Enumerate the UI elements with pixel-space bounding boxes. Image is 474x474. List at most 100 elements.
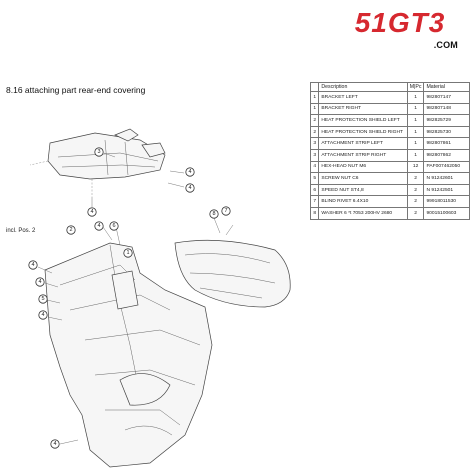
row-quantity: 2	[406, 183, 425, 197]
svg-text:8: 8	[212, 211, 215, 217]
row-material: 982807862	[423, 148, 470, 162]
row-quantity: 2	[406, 206, 425, 220]
row-pos: 1	[309, 102, 320, 116]
callout-1: 1	[123, 248, 133, 258]
row-material: N 91242601	[423, 172, 470, 185]
table-row: 2 HEAT PROTECTION SHIELD RIGHT 1 9828257…	[309, 125, 470, 139]
parts-table: Description M|Pc Material 1 BRACKET LEFT…	[309, 82, 470, 220]
parts-table-header: Description M|Pc Material	[309, 82, 470, 92]
row-quantity: 2	[406, 195, 425, 208]
callout-3: 3	[94, 147, 104, 157]
row-description: HEAT PROTECTION SHIELD LEFT	[318, 114, 408, 127]
header-material: Material	[423, 82, 470, 92]
row-description: BRACKET LEFT	[318, 91, 408, 104]
svg-text:7: 7	[224, 208, 227, 214]
svg-text:4: 4	[188, 169, 191, 175]
svg-text:4: 4	[31, 262, 34, 268]
row-description: BLIND RIVET 6.4X10	[318, 195, 408, 208]
svg-text:6: 6	[112, 223, 115, 229]
table-row: 7 BLIND RIVET 6.4X10 2 99918011530	[309, 195, 470, 208]
callout-4-f: 4	[35, 277, 45, 287]
row-pos: 2	[309, 125, 320, 139]
row-pos: 1	[309, 91, 320, 104]
svg-text:2: 2	[69, 227, 72, 233]
row-quantity: 12	[406, 160, 425, 174]
svg-text:1: 1	[126, 250, 129, 256]
callout-6: 6	[109, 221, 119, 231]
row-quantity: 1	[406, 91, 425, 104]
callout-4-b: 4	[185, 183, 195, 193]
row-quantity: 1	[406, 125, 425, 139]
header-quantity: M|Pc	[406, 82, 425, 92]
row-material: N 91242501	[423, 183, 470, 197]
row-description: WASHER 6 *t 7053 200HV 2680	[318, 206, 408, 220]
svg-text:4: 4	[90, 209, 93, 215]
row-description: ATTACHMENT STRIP LEFT	[318, 137, 408, 150]
header-description: Description	[318, 82, 408, 92]
drawing-note: incl. Pos. 2	[6, 228, 36, 234]
callout-4-h: 4	[50, 439, 60, 449]
row-material: PAF007462050	[423, 160, 470, 174]
table-row: 3 ATTACHMENT STRIP LEFT 1 982807861	[309, 137, 470, 150]
bracket-assembly	[29, 128, 166, 197]
callout-4-d: 4	[94, 221, 104, 231]
brand-logo-domain: .COM	[433, 40, 458, 50]
row-description: HEX-HEAD NUT M6	[318, 160, 408, 174]
row-pos: 4	[309, 160, 320, 174]
row-material: 982825730	[423, 125, 470, 139]
brand-logo: 51GT3 .COM	[336, 10, 464, 52]
row-description: BRACKET RIGHT	[318, 102, 408, 116]
row-pos: 3	[309, 148, 320, 162]
row-quantity: 1	[406, 114, 425, 127]
table-row: 1 BRACKET LEFT 1 982807147	[309, 91, 470, 104]
callout-8: 8	[209, 209, 219, 219]
header-pos	[309, 82, 320, 92]
exploded-parts-drawing: incl. Pos. 2 3 4 4 4 4 2 6 8 7 1 4 4 5 4…	[6, 128, 291, 468]
row-description: SCREW NUT C6	[318, 172, 408, 185]
svg-text:5: 5	[41, 296, 44, 302]
row-description: SPEED NUT ST4,8	[318, 183, 408, 197]
row-pos: 2	[309, 114, 320, 127]
row-pos: 6	[309, 183, 320, 197]
table-row: 2 HEAT PROTECTION SHIELD LEFT 1 98282572…	[309, 114, 470, 127]
row-pos: 7	[309, 195, 320, 208]
row-quantity: 2	[406, 172, 425, 185]
svg-text:4: 4	[41, 312, 44, 318]
row-pos: 5	[309, 172, 320, 185]
row-material: 99918011530	[423, 195, 470, 208]
table-row: 4 HEX-HEAD NUT M6 12 PAF007462050	[309, 160, 470, 174]
row-pos: 3	[309, 137, 320, 150]
table-row: 5 SCREW NUT C6 2 N 91242601	[309, 172, 470, 185]
row-pos: 8	[309, 206, 320, 220]
row-quantity: 1	[406, 102, 425, 116]
rear-covering	[44, 242, 213, 468]
svg-text:4: 4	[97, 223, 100, 229]
callout-4-c: 4	[87, 207, 97, 217]
row-material: 982825729	[423, 114, 470, 127]
row-material: 982807861	[423, 137, 470, 150]
callout-4-g: 4	[38, 310, 48, 320]
row-material: 982807147	[423, 91, 470, 104]
callout-5: 5	[38, 294, 48, 304]
heat-shield	[174, 239, 291, 308]
table-row: 3 ATTACHMENT STRIP RIGHT 1 982807862	[309, 148, 470, 162]
callout-7: 7	[221, 206, 231, 216]
row-quantity: 1	[406, 148, 425, 162]
row-material: 982807148	[423, 102, 470, 116]
table-row: 6 SPEED NUT ST4,8 2 N 91242501	[309, 183, 470, 197]
svg-text:3: 3	[97, 149, 100, 155]
table-row: 1 BRACKET RIGHT 1 982807148	[309, 102, 470, 116]
svg-text:4: 4	[38, 279, 41, 285]
section-title: 8.16 attaching part rear-end covering	[6, 85, 146, 95]
row-description: HEAT PROTECTION SHIELD RIGHT	[318, 125, 408, 139]
brand-logo-text: 51GT3	[355, 10, 446, 36]
svg-text:4: 4	[53, 441, 56, 447]
callout-4-e: 4	[28, 260, 38, 270]
row-quantity: 1	[406, 137, 425, 150]
table-row: 8 WASHER 6 *t 7053 200HV 2680 2 90015100…	[309, 206, 470, 220]
svg-text:4: 4	[188, 185, 191, 191]
row-material: 90015100603	[423, 206, 470, 220]
callout-2: 2	[66, 225, 76, 235]
brand-logo-mark: 51GT3	[355, 10, 446, 36]
callout-4-a: 4	[185, 167, 195, 177]
